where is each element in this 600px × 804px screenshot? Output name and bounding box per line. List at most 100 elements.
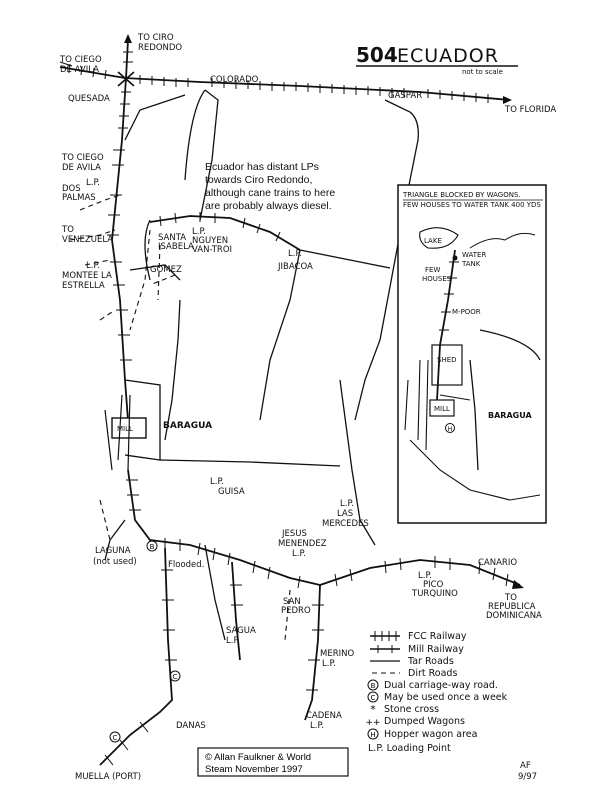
label-to-ciro-2: REDONDO: [138, 43, 182, 53]
label-danas: DANAS: [176, 721, 206, 731]
svg-text:B: B: [150, 543, 155, 551]
svg-text:H: H: [370, 731, 375, 739]
label-quesada: QUESADA: [68, 94, 110, 104]
label-to-ciro-1: TO CIRO: [137, 33, 174, 43]
map-name: ECUADOR: [397, 45, 499, 67]
label-to-ciego-2: DE AVILA: [60, 65, 99, 75]
credit-line-2: Steam November 1997: [205, 764, 303, 775]
legend-once-a-week: May be used once a week: [384, 692, 508, 703]
inset-heading-2: FEW HOUSES TO WATER TANK 400 YDS: [403, 201, 541, 209]
label-merino-lp: L.P.: [322, 659, 336, 669]
note-line-2: towards Ciro Redondo,: [205, 174, 312, 186]
note-line-4: are probably always diesel.: [205, 200, 332, 212]
label-to-rd-2: REPUBLICA: [488, 602, 536, 612]
svg-text:C: C: [113, 734, 118, 742]
label-to-venezuela-1: TO: [61, 225, 74, 235]
legend-mill-railway: Mill Railway: [408, 644, 464, 655]
label-jesus-2: MENENDEZ: [278, 539, 327, 549]
label-montee-lp: L.P.: [86, 261, 100, 271]
legend: B C * ++ H FCC Railway Mill Railway Tar …: [365, 631, 508, 754]
label-nguyen-1: NGUYEN: [192, 236, 228, 246]
label-santa-1: SANTA: [158, 233, 186, 243]
label-gaspar: GASPAR: [388, 91, 422, 101]
svg-text:++: ++: [365, 718, 380, 728]
ecuador-note: Ecuador has distant LPs towards Ciro Red…: [205, 161, 335, 212]
inset-heading-1: TRIANGLE BLOCKED BY WAGONS.: [402, 191, 521, 199]
label-montee-1: MONTEE LA: [62, 271, 112, 281]
label-to-venezuela-2: VENEZUELA: [62, 235, 113, 245]
label-cadena: CADENA: [306, 711, 342, 721]
label-to-ciego-1: TO CIEGO: [59, 55, 102, 65]
label-san-pedro-1: SAN: [283, 597, 301, 607]
legend-fcc: FCC Railway: [408, 631, 467, 642]
legend-tar-roads: Tar Roads: [407, 656, 454, 667]
label-jibacoa-lp: L.P.: [288, 249, 302, 259]
label-santa-2: ISABELA: [158, 242, 194, 252]
label-to-rd-3: DOMINICANA: [486, 611, 542, 621]
label-mercedes-lp: L.P.: [340, 499, 354, 509]
inset-baragua: BARAGUA: [488, 411, 532, 420]
inset-water-1: WATER: [462, 251, 486, 259]
map-number: 504: [356, 43, 398, 67]
legend-hopper: Hopper wagon area: [384, 729, 477, 740]
inset-lake: LAKE: [424, 237, 442, 245]
label-jibacoa: JIBACOA: [277, 262, 313, 272]
label-to-florida: TO FLORIDA: [504, 105, 556, 115]
note-line-3: although cane trains to here: [205, 187, 335, 199]
label-sagua-lp: L.P.: [226, 636, 240, 646]
legend-dumped-wagons: Dumped Wagons: [384, 716, 465, 727]
label-guisa: GUISA: [218, 487, 245, 497]
label-to-ciego-b2: DE AVILA: [62, 163, 101, 173]
svg-text:B: B: [371, 682, 376, 690]
legend-dual-carriage: Dual carriage-way road.: [384, 680, 498, 691]
label-san-pedro-2: PEDRO: [281, 606, 311, 616]
label-dos-palmas-2: PALMAS: [62, 193, 96, 203]
label-pico-lp: L.P.: [418, 571, 432, 581]
svg-text:C: C: [173, 673, 178, 681]
label-mercedes-1: LAS: [337, 509, 353, 519]
label-baragua: BARAGUA: [163, 421, 212, 431]
label-laguna: LAGUNA: [95, 546, 131, 556]
label-guisa-lp: L.P.: [210, 477, 224, 487]
label-pico-1: PICO: [423, 580, 444, 590]
label-to-rd-1: TO: [504, 593, 517, 603]
label-jesus-lp: L.P.: [292, 549, 306, 559]
credit-box: © Allan Faulkner & World Steam November …: [197, 747, 349, 777]
inset-water-2: TANK: [461, 260, 481, 268]
svg-text:H: H: [448, 426, 453, 433]
svg-text:*: *: [370, 703, 376, 716]
label-dos-palmas-1: DOS: [62, 184, 81, 194]
mill-inset: TRIANGLE BLOCKED BY WAGONS. FEW HOUSES T…: [397, 184, 547, 524]
map-title: 504 ECUADOR not to scale: [356, 43, 518, 76]
signature-date: 9/97: [518, 772, 537, 782]
scale-note: not to scale: [462, 68, 503, 76]
legend-dirt-roads: Dirt Roads: [408, 668, 457, 679]
label-merino: MERINO: [320, 649, 354, 659]
note-line-1: Ecuador has distant LPs: [205, 161, 319, 173]
inset-few-1: FEW: [425, 266, 440, 274]
inset-mill: MILL: [434, 405, 450, 413]
label-nguyen-2: VAN-TROI: [192, 245, 232, 255]
label-mercedes-2: MERCEDES: [322, 519, 369, 529]
inset-m-poor: M-POOR: [452, 308, 481, 316]
label-colorado: COLORADO: [210, 75, 259, 85]
map-markers: B C C: [109, 540, 181, 743]
label-gomez: GOMEZ: [150, 265, 182, 275]
label-montee-2: ESTRELLA: [62, 281, 105, 291]
inset-few-2: HOUSES: [422, 275, 452, 283]
label-cadena-lp: L.P.: [310, 721, 324, 731]
label-laguna-note: (not used): [93, 557, 137, 567]
label-nguyen-lp: L.P.: [192, 227, 206, 237]
label-sagua: SAGUA: [226, 626, 256, 636]
label-canario: CANARIO: [478, 558, 517, 568]
label-muella: MUELLA (PORT): [75, 772, 141, 782]
label-mill: MILL: [117, 425, 133, 433]
label-jesus-1: JESUS: [281, 529, 307, 539]
credit-line-1: © Allan Faulkner & World: [205, 752, 311, 763]
label-pico-2: TURQUINO: [411, 589, 458, 599]
legend-loading-point: L.P. Loading Point: [368, 743, 451, 754]
mill-railway-network: MILL: [69, 89, 524, 766]
label-to-ciego-b1: TO CIEGO: [61, 153, 104, 163]
fcc-railway-north: [59, 34, 512, 141]
